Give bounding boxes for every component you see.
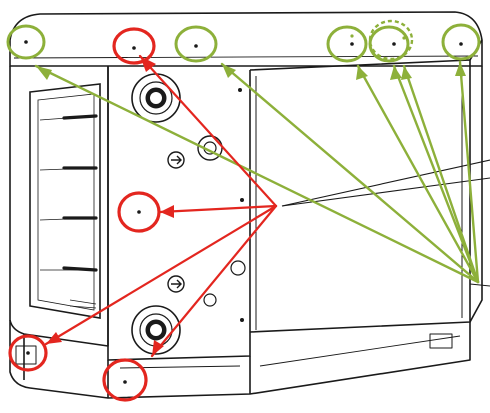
green-leader-arrow [356,64,480,284]
drain-port [203,293,217,307]
pointer-line [281,177,490,207]
green-marker-circle [6,24,46,60]
hidden-screw-dots [350,34,406,40]
inlet-flow-icon [167,275,185,293]
green-marker-circle [174,25,218,63]
red-leader-arrow [138,54,278,208]
pointer-lines [281,159,490,287]
green-marker-circle [441,23,481,61]
pointer-line [281,159,490,207]
green-arrowhead [401,66,412,80]
green-arrowhead [356,66,368,80]
green-marker-circle [326,25,368,63]
pointer-line [469,283,490,287]
green-arrowhead [390,66,402,80]
green-leader-arrow [392,64,480,284]
connection-ring [139,81,173,115]
green-marker-screws [24,40,463,48]
red-arrowhead [46,332,62,344]
red-leader-arrow [44,204,278,346]
green-leaders [34,60,480,284]
louver-inner-frame [37,93,95,311]
red-arrowhead [160,205,174,218]
red-marker-screws [26,46,141,384]
red-arrowhead [152,340,164,356]
base-plinth [9,320,471,399]
panel-screws [238,88,244,322]
connection-bore [150,92,162,104]
green-arrowheads [36,62,466,80]
green-leader-arrow [220,62,480,284]
red-leader-arrow [150,204,278,358]
red-markers [8,27,161,402]
red-marker-circle [102,358,148,402]
base-groove-right [259,335,461,367]
green-arrowhead [222,64,236,78]
foot-right [429,333,453,349]
red-marker-circle [8,334,48,372]
red-leader-arrow [158,204,278,214]
red-marker-circle [117,191,161,233]
red-leaders [44,54,278,358]
upper-water-connection [131,73,181,123]
housing [9,11,483,399]
green-leader-arrow [34,64,480,284]
green-markers [6,23,481,63]
right-panel-details [255,70,463,330]
lower-water-connection [131,305,181,355]
outlet-flow-icon [167,151,185,169]
louver-ribs [39,115,97,309]
green-leader-arrow [458,60,480,284]
cable-gland [230,260,246,276]
connection-bore [150,324,162,336]
connection-bezel [131,305,181,355]
front-connection-panel [107,66,251,361]
right-rear-edge [469,66,483,323]
top-lid [9,11,483,67]
red-marker-circle [112,27,156,65]
green-arrowhead [36,66,52,80]
foot-left [15,345,37,365]
green-arrowhead [455,62,466,76]
green-marker-hidden-screw [368,19,414,61]
green-leader-arrow [402,64,480,284]
